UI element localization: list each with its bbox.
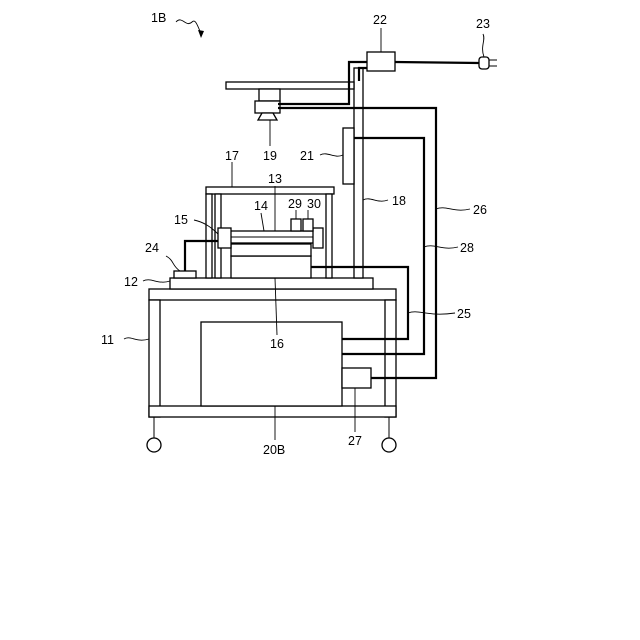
column-16 — [231, 256, 311, 278]
base-plate — [170, 278, 373, 289]
label-20B: 20B — [263, 443, 285, 457]
leader-24 — [166, 256, 180, 271]
arm-bar — [226, 82, 354, 89]
left-leg — [149, 300, 160, 417]
left-caster-wheel — [147, 438, 161, 452]
label-16: 16 — [270, 337, 284, 351]
lower-shelf — [149, 406, 396, 417]
label-13: 13 — [268, 172, 282, 186]
clamp-right — [313, 228, 323, 248]
unit-22 — [367, 52, 395, 71]
leader-26 — [436, 208, 470, 210]
label-23: 23 — [476, 17, 490, 31]
leader-21 — [320, 154, 343, 156]
label-28: 28 — [460, 241, 474, 255]
plug-body — [479, 57, 489, 69]
camera-body — [255, 101, 280, 113]
unit-27 — [342, 368, 371, 388]
power-cord — [395, 62, 479, 63]
label-25: 25 — [457, 307, 471, 321]
wire-24 — [185, 241, 218, 271]
part-30 — [303, 219, 313, 231]
lower-platform — [231, 244, 311, 256]
stage-assembly — [218, 219, 323, 256]
unit-21 — [343, 128, 354, 184]
label-21: 21 — [300, 149, 314, 163]
block-24 — [174, 271, 196, 278]
leader-25 — [408, 312, 455, 314]
frame-right-post — [326, 194, 332, 278]
leader-12 — [143, 280, 170, 282]
label-30: 30 — [307, 197, 321, 211]
label-11: 11 — [101, 333, 114, 347]
pole-18 — [354, 68, 363, 278]
power-plug — [479, 57, 497, 69]
label-24: 24 — [145, 241, 159, 255]
clamp-15 — [218, 228, 231, 248]
right-leg — [385, 300, 396, 417]
arm-assembly — [226, 82, 354, 120]
label-29: 29 — [288, 197, 302, 211]
label-17: 17 — [225, 149, 239, 163]
leader-11 — [124, 338, 149, 340]
frame-left-post-outer — [206, 194, 212, 278]
leader-14 — [261, 213, 264, 231]
leader-28 — [424, 246, 458, 248]
label-26: 26 — [473, 203, 487, 217]
leader-18 — [363, 199, 388, 201]
right-caster-wheel — [382, 438, 396, 452]
label-15: 15 — [174, 213, 188, 227]
label-1B: 1B — [151, 11, 166, 25]
unit-20B — [201, 322, 342, 406]
figure-arrow — [176, 20, 201, 33]
frame-top-bar — [206, 187, 334, 194]
leader-23 — [483, 34, 484, 57]
table-top — [149, 289, 396, 300]
part-29 — [291, 219, 301, 231]
label-19: 19 — [263, 149, 277, 163]
label-27: 27 — [348, 434, 362, 448]
figure-arrow-head — [198, 30, 204, 38]
label-14: 14 — [254, 199, 268, 213]
label-22: 22 — [373, 13, 387, 27]
camera-mount — [259, 89, 280, 101]
camera-lens — [258, 113, 277, 120]
label-18: 18 — [392, 194, 406, 208]
label-12: 12 — [124, 275, 138, 289]
